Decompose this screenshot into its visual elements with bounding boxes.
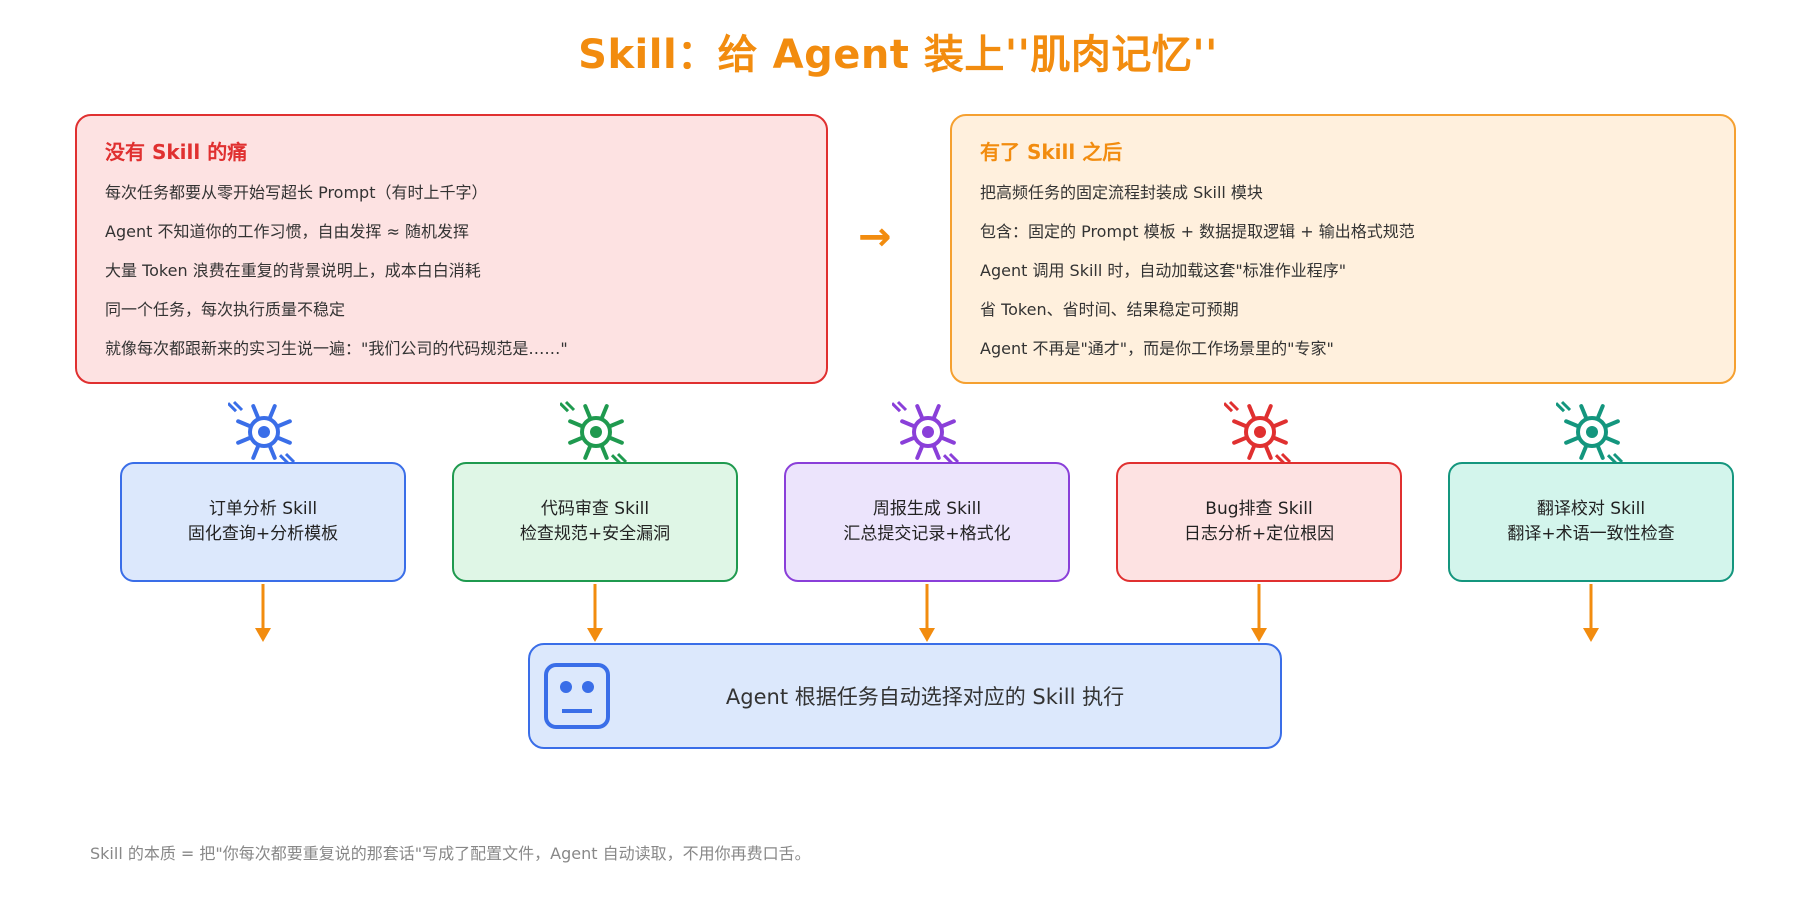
gain-line: 包含：固定的 Prompt 模板 + 数据提取逻辑 + 输出格式规范	[980, 222, 1415, 241]
down-arrow-icon	[1583, 584, 1599, 642]
pain-line: Agent 不知道你的工作习惯，自由发挥 ≈ 随机发挥	[105, 222, 470, 241]
gain-panel: 有了 Skill 之后 把高频任务的固定流程封装成 Skill 模块 包含：固定…	[950, 114, 1736, 384]
gain-line: 省 Token、省时间、结果稳定可预期	[980, 300, 1239, 319]
skill-card-code-review[interactable]: 代码审查 Skill 检查规范+安全漏洞	[452, 462, 738, 582]
skill-card-weekly-report[interactable]: 周报生成 Skill 汇总提交记录+格式化	[784, 462, 1070, 582]
agent-label: Agent 根据任务自动选择对应的 Skill 执行	[725, 685, 1125, 709]
pain-panel: 没有 Skill 的痛 每次任务都要从零开始写超长 Prompt（有时上千字） …	[75, 114, 828, 384]
skill-desc: 日志分析+定位根因	[1183, 524, 1335, 544]
right-arrow-icon: →	[858, 214, 892, 260]
gear-target-icon	[1224, 400, 1292, 465]
gain-panel-heading: 有了 Skill 之后	[980, 140, 1123, 164]
down-arrow-icon	[255, 584, 271, 642]
pain-line: 大量 Token 浪费在重复的背景说明上，成本白白消耗	[105, 261, 481, 280]
gear-target-icon	[560, 400, 628, 465]
down-arrow-icon	[1251, 584, 1267, 642]
skill-name: 代码审查 Skill	[540, 499, 650, 519]
gain-line: Agent 不再是"通才"，而是你工作场景里的"专家"	[980, 339, 1334, 358]
down-arrow-icon	[919, 584, 935, 642]
pain-line: 同一个任务，每次执行质量不稳定	[105, 300, 346, 319]
gear-target-icon	[892, 400, 960, 465]
skill-name: 订单分析 Skill	[208, 499, 318, 519]
pain-panel-heading: 没有 Skill 的痛	[105, 140, 248, 164]
skill-desc: 检查规范+安全漏洞	[519, 524, 671, 544]
skill-card-order-analysis[interactable]: 订单分析 Skill 固化查询+分析模板	[120, 462, 406, 582]
footer-note: Skill 的本质 = 把"你每次都要重复说的那套话"写成了配置文件，Agent…	[90, 844, 811, 863]
skill-card-translation-proofread[interactable]: 翻译校对 Skill 翻译+术语一致性检查	[1448, 462, 1734, 582]
gain-line: 把高频任务的固定流程封装成 Skill 模块	[980, 183, 1263, 202]
skill-desc: 翻译+术语一致性检查	[1507, 524, 1675, 544]
gear-target-icon	[228, 400, 296, 465]
skill-name: Bug排查 Skill	[1205, 499, 1313, 519]
gear-target-icon	[1556, 400, 1624, 465]
page-title: Skill：给 Agent 装上''肌肉记忆''	[578, 32, 1218, 78]
skill-desc: 固化查询+分析模板	[187, 524, 339, 544]
gain-line: Agent 调用 Skill 时，自动加载这套"标准作业程序"	[980, 261, 1347, 280]
skill-name: 周报生成 Skill	[872, 499, 982, 519]
pain-line: 每次任务都要从零开始写超长 Prompt（有时上千字）	[105, 183, 488, 202]
agent-dispatcher[interactable]: Agent 根据任务自动选择对应的 Skill 执行	[528, 643, 1282, 749]
skill-card-bug-triage[interactable]: Bug排查 Skill 日志分析+定位根因	[1116, 462, 1402, 582]
skill-name: 翻译校对 Skill	[1536, 499, 1646, 519]
down-arrow-icon	[587, 584, 603, 642]
skill-desc: 汇总提交记录+格式化	[843, 524, 1011, 544]
pain-line: 就像每次都跟新来的实习生说一遍："我们公司的代码规范是……"	[105, 339, 568, 358]
robot-face-icon	[544, 663, 610, 729]
